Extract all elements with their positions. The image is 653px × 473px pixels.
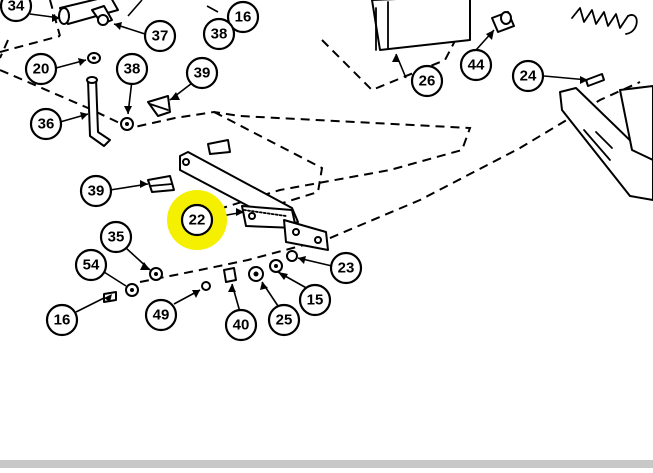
- callout-24-label: 24: [520, 68, 537, 85]
- callout-37[interactable]: 37: [143, 19, 177, 53]
- callout-16-top[interactable]: 16: [226, 0, 260, 34]
- callout-54-label: 54: [83, 257, 100, 274]
- middle-group-boundary: [213, 111, 324, 211]
- leader-arrowheads: [52, 14, 588, 302]
- callout-49[interactable]: 49: [144, 298, 178, 332]
- callout-39-lower-label: 39: [88, 183, 105, 200]
- callout-16-bottom[interactable]: 16: [45, 303, 79, 337]
- bolt-part-24: [585, 73, 605, 87]
- callout-25-label: 25: [276, 312, 293, 329]
- callout-15-label: 15: [307, 292, 324, 309]
- callout-38-upper-label: 38: [211, 26, 228, 43]
- callout-35-label: 35: [108, 229, 125, 246]
- callout-39-lower[interactable]: 39: [79, 174, 113, 208]
- callout-20[interactable]: 20: [24, 52, 58, 86]
- clip-part-39-upper: [147, 95, 171, 117]
- callout-38-lower[interactable]: 38: [115, 52, 149, 86]
- callout-24[interactable]: 24: [511, 59, 545, 93]
- callout-44[interactable]: 44: [459, 48, 493, 82]
- eye-bolt-part-37: [91, 5, 113, 26]
- bottom-bar: [0, 460, 653, 468]
- callout-15[interactable]: 15: [298, 283, 332, 317]
- washer-part-38: [120, 117, 134, 131]
- nut-part-23: [286, 250, 298, 262]
- spring: [571, 7, 638, 35]
- bushing-part-40: [223, 267, 237, 283]
- hardware-row: [103, 250, 298, 303]
- callout-26-label: 26: [419, 73, 436, 90]
- frame-arm: [559, 85, 653, 201]
- callout-37-label: 37: [152, 28, 169, 45]
- callout-34[interactable]: 34: [0, 0, 33, 23]
- bushing-part-44: [491, 11, 515, 33]
- clip-part-39-lower: [147, 175, 175, 193]
- callout-20-label: 20: [33, 61, 50, 78]
- leader-lines: [29, 0, 589, 313]
- bolt-part-36: [86, 76, 111, 147]
- lever-assembly-part-22: [179, 139, 329, 251]
- callout-38-lower-label: 38: [124, 61, 141, 78]
- callout-34-label: 34: [8, 0, 25, 15]
- callout-25[interactable]: 25: [267, 303, 301, 337]
- callout-39-upper-label: 39: [194, 65, 211, 82]
- callout-36[interactable]: 36: [29, 107, 63, 141]
- callout-16-top-label: 16: [235, 9, 252, 26]
- callout-49-label: 49: [153, 307, 170, 324]
- callout-40[interactable]: 40: [224, 308, 258, 342]
- nut-part-20: [87, 52, 101, 64]
- callout-54[interactable]: 54: [74, 248, 108, 282]
- callout-39-upper[interactable]: 39: [185, 56, 219, 90]
- callout-22-label: 22: [189, 212, 206, 229]
- callout-26[interactable]: 26: [410, 64, 444, 98]
- bracket-part-26: [371, 0, 471, 51]
- callout-23-label: 23: [338, 260, 355, 277]
- callout-22[interactable]: 22: [180, 203, 214, 237]
- callout-35[interactable]: 35: [99, 220, 133, 254]
- washer-part-49: [201, 281, 211, 291]
- callout-16-bottom-label: 16: [54, 312, 71, 329]
- callout-23[interactable]: 23: [329, 251, 363, 285]
- callout-36-label: 36: [38, 116, 55, 133]
- callout-40-label: 40: [233, 317, 250, 334]
- callout-44-label: 44: [468, 57, 485, 74]
- upper-left-group-boundary: [0, 39, 472, 231]
- callout-38-upper[interactable]: 38: [202, 17, 236, 51]
- right-group-boundary: [321, 0, 471, 92]
